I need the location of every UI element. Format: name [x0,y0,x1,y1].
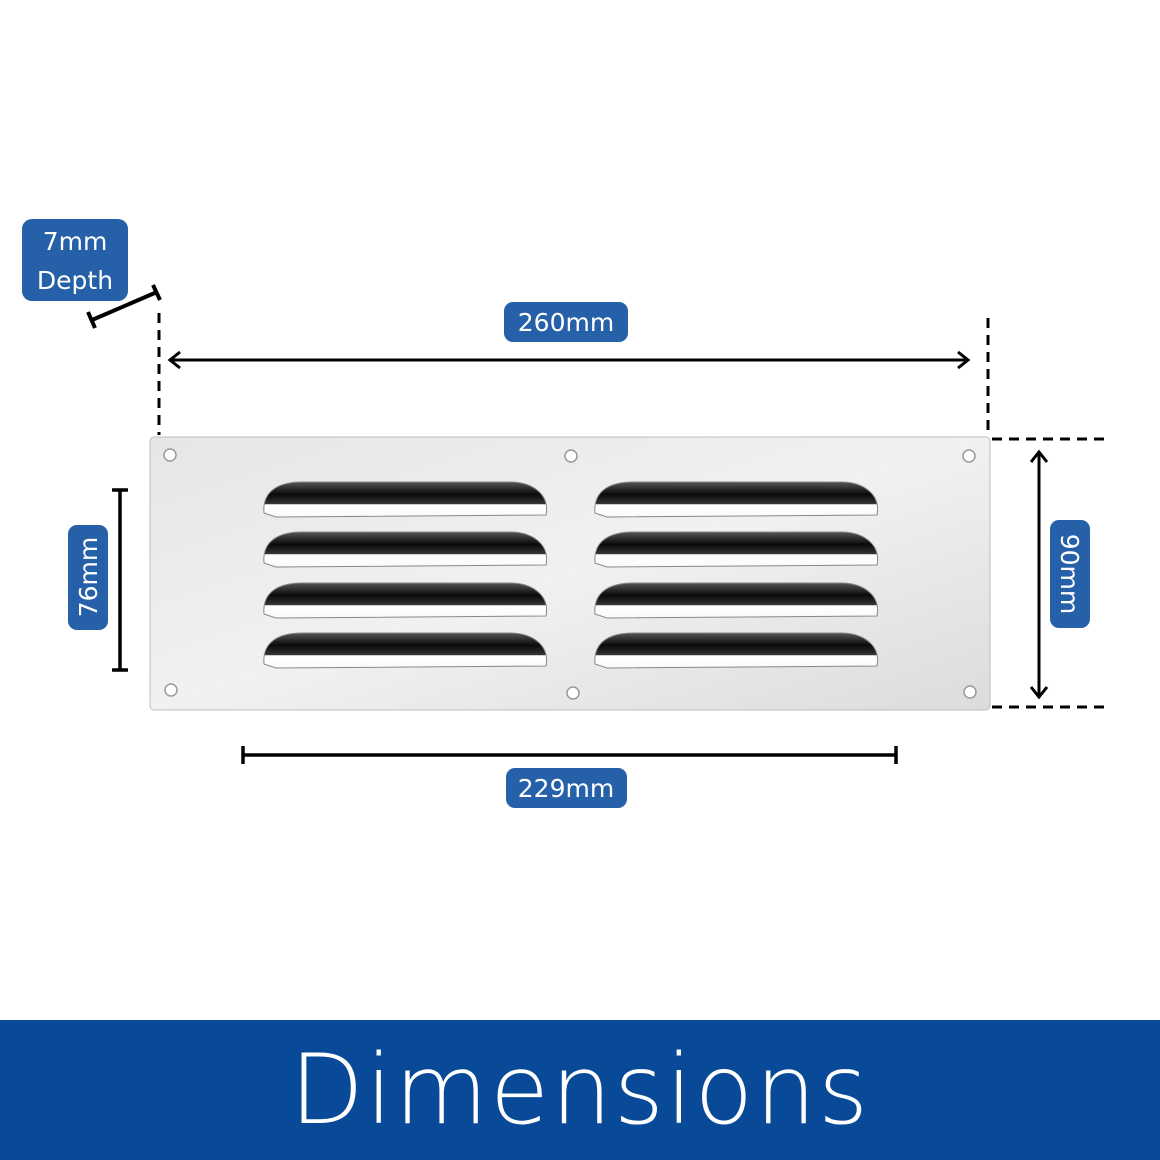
depth-word: Depth [37,266,113,295]
louver-height-label: 76mm [74,537,103,618]
louver-height-dimension [112,488,128,672]
overall-width-dimension [157,313,990,437]
depth-label-box [22,219,128,301]
louver-slot [263,632,548,669]
louver-slot [263,582,548,619]
louver-slot [594,632,879,669]
screw-hole [962,449,976,463]
depth-dimension [86,284,162,329]
overall-height-label-box [1050,520,1090,628]
louver-slot [594,531,879,568]
overall-width-label: 260mm [518,308,614,337]
louver-slot [594,582,879,619]
screw-hole [963,685,977,699]
screw-hole [163,448,177,462]
overall-height-label: 90mm [1055,534,1084,615]
screw-hole [164,683,178,697]
louver-height-label-box [68,525,108,630]
louver-slot [263,481,548,518]
overall-width-label-box [504,302,628,342]
depth-value: 7mm [43,227,108,256]
screw-hole [564,449,578,463]
footer-title: Dimensions [289,1034,871,1146]
overall-height-dimension [992,437,1110,709]
louver-slot [263,531,548,568]
louver-width-label-box [506,768,627,808]
footer-banner: Dimensions [0,1020,1160,1160]
screw-hole [566,686,580,700]
louver-width-dimension [241,746,898,764]
louver-width-label: 229mm [518,774,614,803]
vent-plate [149,436,991,711]
louver-slot [594,481,879,518]
